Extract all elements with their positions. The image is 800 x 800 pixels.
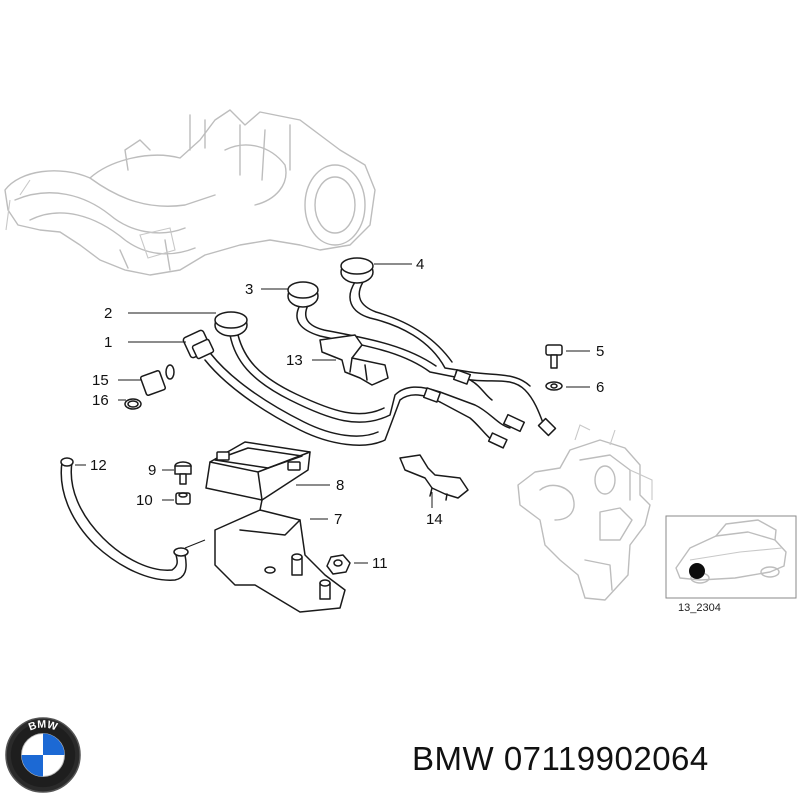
- callout-9: 9: [148, 462, 156, 479]
- bracket-plate-7: [214, 499, 346, 613]
- callout-labels: 1 2 3 4 5 6 7 8 9 10 11 12 13 14 15 16: [90, 256, 604, 572]
- svg-text:BMW: BMW: [27, 719, 60, 734]
- callout-4: 4: [416, 256, 424, 273]
- pump-assembly-ghost: [517, 424, 653, 601]
- callout-2: 2: [104, 305, 112, 322]
- fitting-15-16: [124, 364, 175, 410]
- bmw-logo: BMW: [5, 717, 81, 793]
- vacuum-lines: [182, 257, 557, 449]
- part-number-caption: BMW 07119902064: [412, 740, 709, 777]
- callout-13: 13: [286, 352, 303, 369]
- intake-manifold-ghost: [4, 109, 376, 276]
- callout-8: 8: [336, 477, 344, 494]
- location-marker: [689, 563, 705, 579]
- diagram-reference-code: 13_2304: [678, 602, 721, 614]
- callout-3: 3: [245, 281, 253, 298]
- callout-10: 10: [136, 492, 153, 509]
- callout-1: 1: [104, 334, 112, 351]
- nut-11: [326, 554, 351, 575]
- callout-15: 15: [92, 372, 109, 389]
- bolt-5-washer-6: [545, 344, 563, 391]
- bracket-14: [399, 454, 469, 501]
- callout-12: 12: [90, 457, 107, 474]
- callout-7: 7: [334, 511, 342, 528]
- hose-12: [60, 457, 189, 581]
- callout-5: 5: [596, 343, 604, 360]
- bracket-13: [319, 334, 389, 386]
- leader-lines: [75, 263, 590, 564]
- callout-14: 14: [426, 511, 443, 528]
- logo-letters: BMW: [27, 719, 60, 734]
- callout-16: 16: [92, 392, 109, 409]
- control-unit-8: [205, 441, 311, 501]
- screw-9-nut-10: [174, 461, 192, 505]
- vehicle-inset: 13_2304: [665, 515, 797, 614]
- callout-11: 11: [372, 555, 388, 572]
- callout-6: 6: [596, 379, 604, 396]
